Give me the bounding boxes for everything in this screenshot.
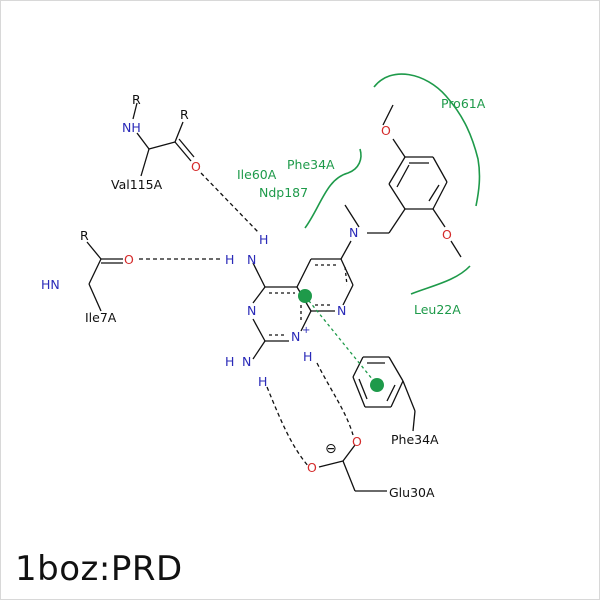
pi-centroid-phe34: [370, 378, 384, 392]
atom-o-val: O: [191, 159, 201, 174]
atom-o-ile: O: [124, 252, 134, 267]
atom-r-val-c: R: [180, 107, 189, 122]
atom-r-val-n: R: [132, 92, 141, 107]
atom-h-left-amino2: H: [258, 374, 267, 389]
residue-phe34-ring: Phe34A: [391, 432, 439, 447]
atom-n-amino-top: N: [247, 252, 256, 267]
atom-n-ring-left: N: [247, 303, 256, 318]
atom-r-ile: R: [80, 228, 89, 243]
arc-leu22: [410, 265, 471, 295]
hydrogen-bonds: [139, 172, 354, 468]
residue-ndp187: Ndp187: [259, 185, 308, 200]
atom-o-glu-2: O: [307, 460, 317, 475]
atom-o-methoxy-bottom: O: [442, 227, 452, 242]
atom-charge-minus: ⊖: [325, 441, 337, 457]
atom-n-methyl: N: [349, 225, 358, 240]
residue-ile7: Ile7A: [85, 310, 117, 325]
residue-ile60: Ile60A: [237, 167, 277, 182]
pi-centroid-ligand: [298, 289, 312, 303]
hbond-glu30-a: [266, 386, 310, 468]
residue-labels: Val115A Ile7A Ile60A Phe34A Ndp187 Pro61…: [85, 96, 486, 500]
atom-h-top: H: [259, 232, 268, 247]
atom-o-glu-1: O: [352, 434, 362, 449]
atom-labels: R NH R O R O HN H H N N N + H H N H N N …: [41, 92, 452, 475]
atom-plus: +: [302, 325, 310, 336]
diagram-title: 1boz:PRD: [15, 549, 183, 589]
residue-glu30: Glu30A: [389, 485, 435, 500]
hbond-glu30-b: [316, 362, 354, 436]
residue-leu22: Leu22A: [414, 302, 461, 317]
residue-pro61: Pro61A: [441, 96, 486, 111]
arc-phe34-top: [304, 148, 362, 229]
atom-n-left-amino: N: [242, 354, 251, 369]
atom-h-left-amino: H: [225, 354, 234, 369]
hydrophobic-contacts: [304, 73, 481, 295]
arc-pro61: [373, 73, 481, 207]
atom-nh-val: NH: [122, 120, 141, 135]
bonds: [86, 102, 462, 492]
atom-hn-ile: HN: [41, 277, 60, 292]
residue-phe34-top: Phe34A: [287, 157, 335, 172]
atom-n-pyridine: N: [337, 303, 346, 318]
residue-val115: Val115A: [111, 177, 163, 192]
pi-stack-interaction: [298, 289, 384, 392]
hbond-val115: [200, 172, 260, 234]
atom-n-plus: N: [291, 329, 300, 344]
atom-h-mid: H: [225, 252, 234, 267]
atom-o-methoxy-top: O: [381, 123, 391, 138]
atom-h-nplus: H: [303, 349, 312, 364]
